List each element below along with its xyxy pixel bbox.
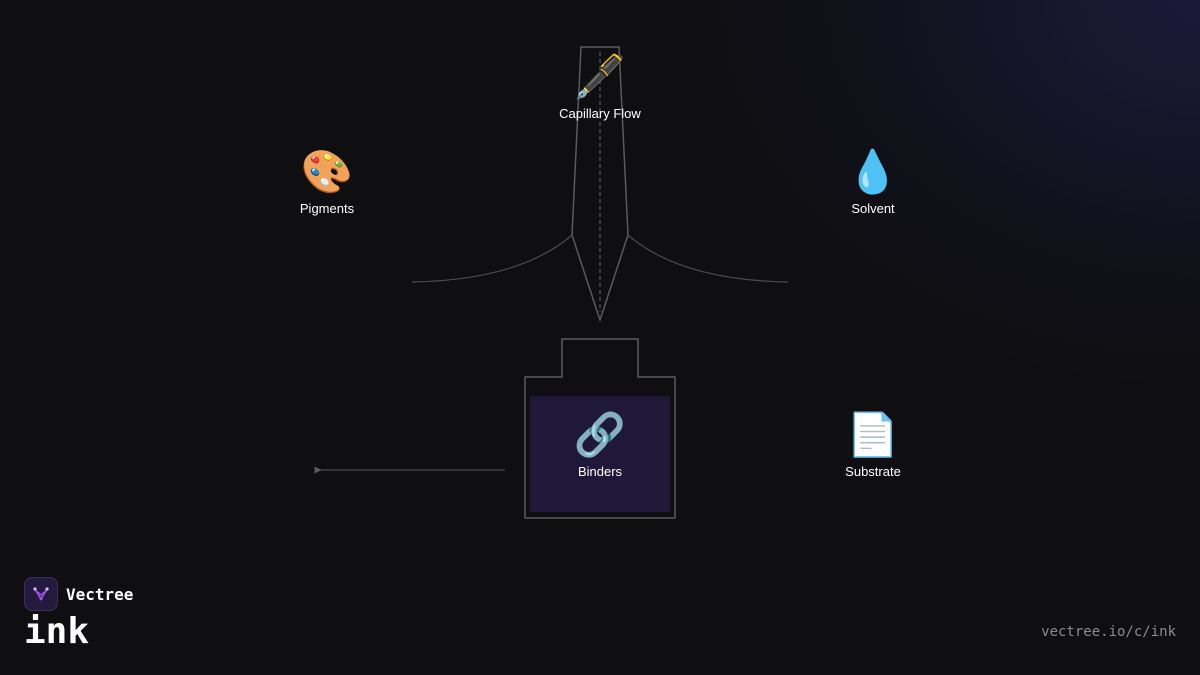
left-flow-curve — [411, 234, 573, 283]
node-label: Substrate — [845, 464, 901, 479]
link-icon: 🔗 — [573, 410, 627, 459]
palette-icon: 🎨 — [300, 147, 354, 196]
fountain-pen-icon: 🖋️ — [573, 52, 627, 101]
product-title: ink — [24, 611, 90, 652]
node-capillary-flow: 🖋️ Capillary Flow — [530, 52, 670, 121]
node-label: Capillary Flow — [559, 106, 641, 121]
node-binders: 🔗 Binders — [530, 410, 670, 479]
droplet-icon: 💧 — [846, 147, 900, 196]
node-solvent: 💧 Solvent — [803, 147, 943, 216]
ink-bottle-fill — [530, 396, 670, 512]
vectree-logo-mark — [33, 587, 49, 601]
node-substrate: 📄 Substrate — [803, 410, 943, 479]
brand-name: Vectree — [66, 584, 134, 604]
brand: Vectree — [24, 577, 133, 611]
node-label: Solvent — [851, 201, 895, 216]
node-label: Pigments — [299, 201, 355, 216]
node-label: Binders — [577, 464, 623, 479]
pen-nib-outline — [571, 46, 629, 323]
document-icon: 📄 — [846, 410, 900, 459]
vectree-logo-icon — [24, 577, 58, 611]
node-pigments: 🎨 Pigments — [257, 147, 397, 216]
ink-bottle-outline — [524, 338, 676, 519]
right-flow-curve — [627, 234, 789, 283]
source-url: vectree.io/c/ink — [1041, 624, 1176, 640]
